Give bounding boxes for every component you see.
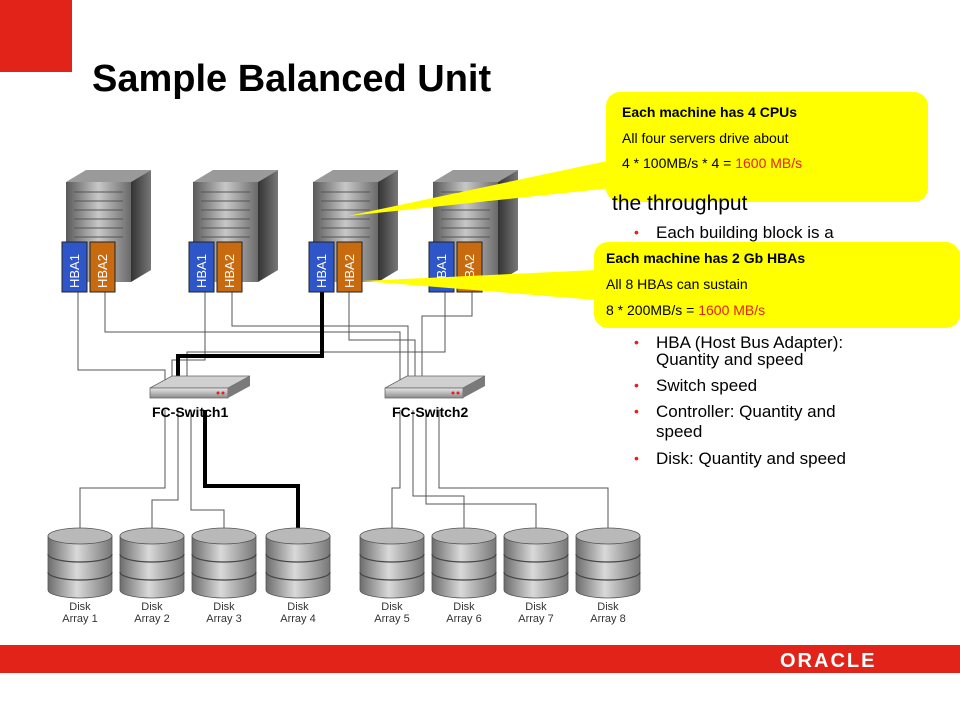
hba2-label: HBA2 [95, 254, 110, 288]
hba1-card: HBA1 [61, 241, 88, 293]
hba2-card: HBA2 [89, 241, 116, 293]
hba2-card: HBA2 [216, 241, 243, 293]
slide-title: Sample Balanced Unit [92, 58, 492, 100]
disk-label-line1: Disk [381, 601, 403, 613]
disk-label-line2: Array 5 [374, 613, 410, 625]
disk-label-line1: Disk [69, 601, 91, 613]
disk-label-line2: Array 4 [280, 613, 316, 625]
switch-1-label: FC-Switch1 [152, 404, 229, 420]
hba1-label: HBA1 [67, 254, 82, 288]
switch-2-label: FC-Switch2 [392, 404, 469, 420]
cables-thin [77, 292, 609, 530]
disk-label-line1: Disk [287, 601, 309, 613]
callout-pointer-1 [348, 160, 612, 216]
disk-array-4 [265, 527, 331, 599]
callout-1-line1: All four servers drive about [622, 130, 789, 146]
disk-arrays [47, 527, 641, 599]
disk-array-1 [47, 527, 113, 599]
callout-2-heading: Each machine has 2 Gb HBAs [606, 250, 806, 266]
disk-array-3 [191, 527, 257, 599]
disk-label-line2: Array 3 [206, 613, 242, 625]
disk-label-line1: Disk [597, 601, 619, 613]
callout-2-value: 1600 MB/s [698, 302, 766, 318]
callout-2-line2: 8 * 200MB/s = 1600 MB/s [606, 302, 766, 318]
disk-label-line1: Disk [525, 601, 547, 613]
server-1: HBA1 HBA2 [61, 170, 151, 293]
hba1-card: HBA1 [308, 241, 335, 293]
callout-1-heading: Each machine has 4 CPUs [622, 104, 798, 120]
hba1-label: HBA1 [314, 254, 329, 288]
disk-label-line1: Disk [213, 601, 235, 613]
callout-1-value: 1600 MB/s [735, 155, 803, 171]
disk-label-line1: Disk [453, 601, 475, 613]
callout-2-line1: All 8 HBAs can sustain [606, 276, 748, 292]
hba1-label: HBA1 [194, 254, 209, 288]
disk-label-line2: Array 6 [446, 613, 482, 625]
disk-label-line2: Array 1 [62, 613, 98, 625]
disk-array-2 [119, 527, 185, 599]
bullet-controller-cont: speed [656, 422, 703, 441]
cables-thick [176, 292, 324, 530]
callout-1-line2: 4 * 100MB/s * 4 = 1600 MB/s [622, 155, 803, 171]
main-point-text: the throughput [612, 192, 748, 215]
bullet-disk: Disk: Quantity and speed [634, 449, 846, 468]
hba1-card: HBA1 [188, 241, 215, 293]
fc-switch-2 [384, 375, 486, 399]
disk-array-5 [359, 527, 425, 599]
callout-box-1 [606, 92, 928, 202]
disk-array-6 [431, 527, 497, 599]
oracle-logo: ORACLE [780, 650, 877, 672]
hba2-label: HBA2 [222, 254, 237, 288]
fc-switch-1 [149, 375, 251, 399]
footer-bar [0, 645, 960, 673]
server-3: HBA1 HBA2 [308, 170, 398, 293]
hba2-label: HBA2 [342, 254, 357, 288]
bullet-controller: Controller: Quantity and [634, 402, 835, 421]
disk-array-7 [503, 527, 569, 599]
switches [149, 375, 486, 399]
callout-box-2 [594, 242, 960, 328]
bullet-building-block: Each building block is a [634, 223, 834, 242]
disk-label-line2: Array 2 [134, 613, 170, 625]
bullet-switch: Switch speed [634, 376, 757, 395]
disk-array-8 [575, 527, 641, 599]
hba2-card: HBA2 [336, 241, 363, 293]
disk-label-line2: Array 8 [590, 613, 626, 625]
bullet-hba: HBA (Host Bus Adapter): [634, 333, 843, 352]
callout-pointer-2 [362, 270, 596, 300]
brand-red-square [0, 0, 72, 72]
bullet-hba-cont: Quantity and speed [656, 350, 804, 369]
disk-label-line1: Disk [141, 601, 163, 613]
server-2: HBA1 HBA2 [188, 170, 278, 293]
disk-label-line2: Array 7 [518, 613, 554, 625]
